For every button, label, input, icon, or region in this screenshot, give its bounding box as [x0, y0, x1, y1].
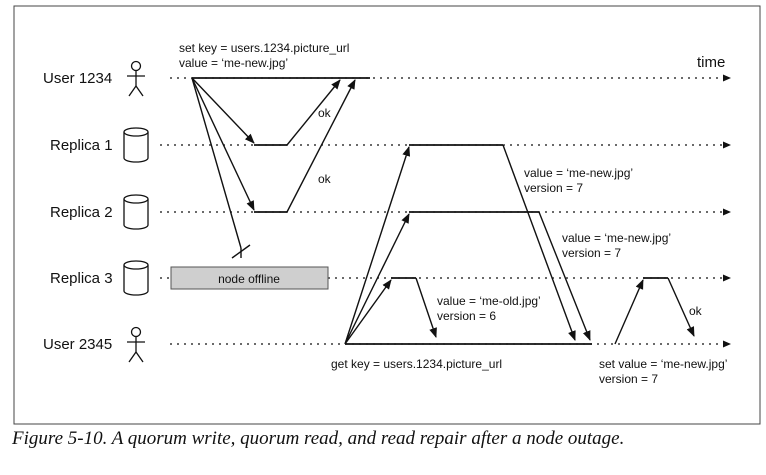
replica-3-read-response [391, 277, 437, 338]
read-repair-arrows [614, 277, 695, 345]
actor-label-replica-1: Replica 1 [50, 137, 113, 154]
figure-caption: Figure 5-10. A quorum write, quorum read… [12, 428, 625, 449]
replica-3-response-line2: version = 6 [437, 309, 496, 323]
replica-1-write-ack [254, 79, 341, 146]
time-label: time [697, 54, 725, 71]
actor-label-replica-3: Replica 3 [50, 270, 113, 287]
database-icon [123, 127, 149, 163]
database-icon [123, 260, 149, 296]
actor-label-user-1234: User 1234 [43, 70, 112, 87]
read-request-label: get key = users.1234.picture_url [331, 357, 502, 371]
ack-label-replica-1: ok [318, 106, 332, 120]
replica-1-read-response [409, 144, 576, 341]
replica-3-response-line1: value = ‘me-old.jpg’ [437, 294, 541, 308]
write-request-line1: set key = users.1234.picture_url [179, 41, 349, 55]
lost-request-marker [231, 244, 251, 259]
replica-2-write-ack [254, 79, 356, 213]
diagram-frame [13, 5, 761, 425]
user-icon [127, 326, 145, 363]
node-offline-box [170, 266, 329, 290]
repair-request-line2: version = 7 [599, 372, 658, 386]
replica-2-response-line2: version = 7 [562, 246, 621, 260]
read-request-arrows [344, 146, 411, 345]
repair-request-line1: set value = ‘me-new.jpg’ [599, 357, 727, 371]
replica-2-response-line1: value = ‘me-new.jpg’ [562, 231, 671, 245]
replica-1-response-line2: version = 7 [524, 181, 583, 195]
replica-2-read-response [409, 211, 591, 341]
replica-1-response-line1: value = ‘me-new.jpg’ [524, 166, 633, 180]
actor-label-user-2345: User 2345 [43, 336, 112, 353]
write-request-line2: value = ‘me-new.jpg’ [179, 56, 288, 70]
repair-ack-label: ok [689, 304, 703, 318]
user-icon [127, 60, 145, 97]
ack-label-replica-2: ok [318, 172, 332, 186]
actor-label-replica-2: Replica 2 [50, 204, 113, 221]
database-icon [123, 194, 149, 230]
node-offline-label: node offline [218, 272, 280, 286]
write-arrows [191, 77, 255, 249]
